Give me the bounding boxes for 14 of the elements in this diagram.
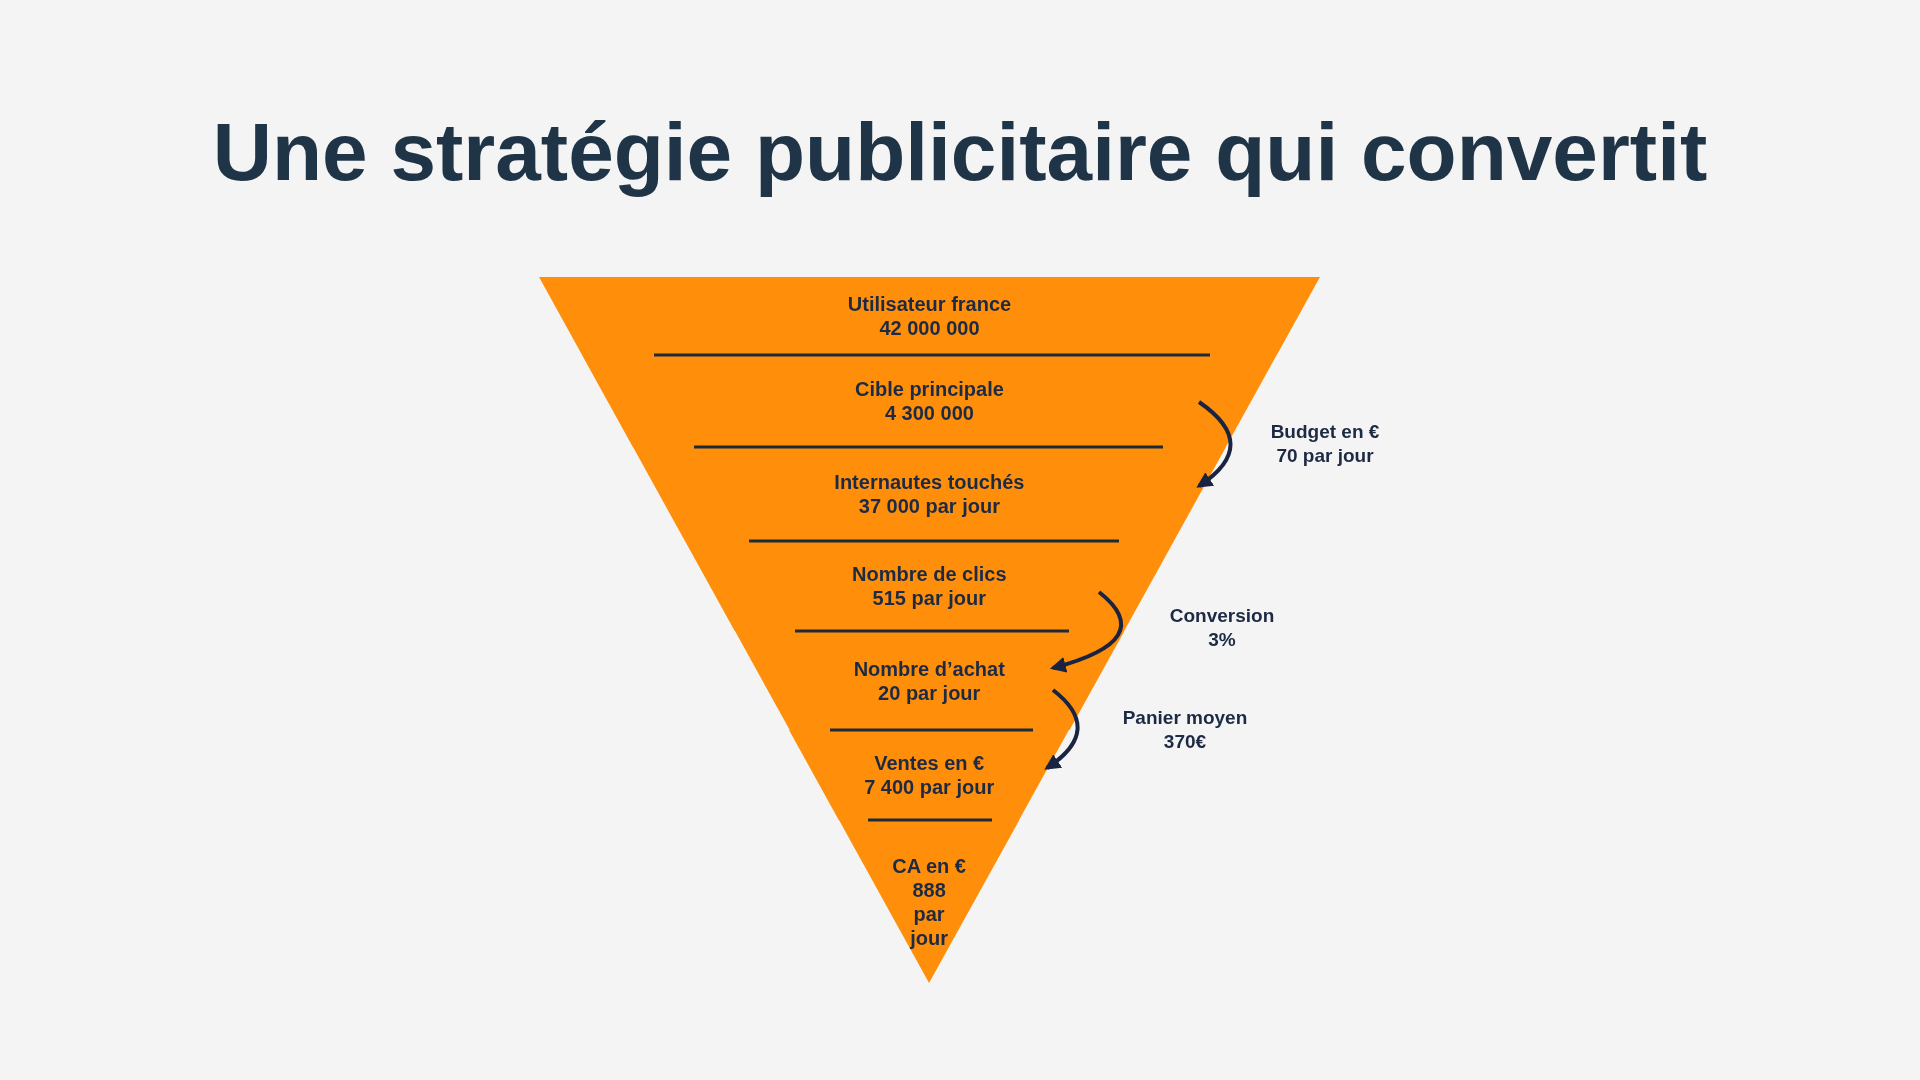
edge-label: Budget en € 70 par jour <box>1269 420 1381 468</box>
stage-label: CA en € 888 par jour <box>892 853 966 950</box>
stage-label: Ventes en € 7 400 par jour <box>864 751 995 799</box>
stage-label: Nombre de clics 515 par jour <box>852 562 1007 610</box>
stage-label: Cible principale 4 300 000 <box>854 377 1004 425</box>
curved-arrow <box>1044 688 1080 770</box>
edge-label: Conversion 3% <box>1168 604 1276 652</box>
stage-label: Nombre d’achat 20 par jour <box>853 656 1005 705</box>
title: Une stratégie publicitaire qui convertit <box>211 105 1709 199</box>
curved-arrow <box>1196 400 1233 488</box>
stage-label: Utilisateur france 42 000 000 <box>847 292 1012 340</box>
curved-arrow <box>1049 590 1123 673</box>
edge-label: Panier moyen 370€ <box>1121 706 1249 754</box>
stage-label: Internautes touchés 37 000 par jour <box>834 470 1025 518</box>
